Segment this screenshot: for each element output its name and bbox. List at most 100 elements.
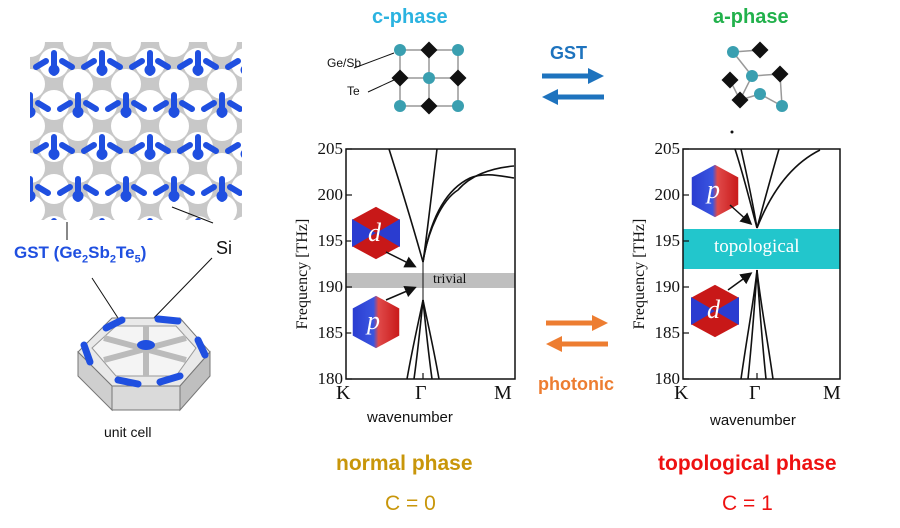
gst-rod [12,19,22,25]
gst-dot [1,233,12,244]
band-plot-topological [682,148,841,380]
gst-dot [145,233,156,244]
right-lower-mode-label: d [707,295,720,324]
c-phase-title: c-phase [372,6,448,28]
gst-rod [132,229,142,235]
gst-dot [121,275,132,286]
gst-rod [177,58,193,70]
gst-dot [73,23,84,34]
left-xtick-k: K [336,382,351,404]
unit-cell-3d [77,315,211,412]
si-pointer-line [171,206,214,224]
gst-dot [265,23,276,34]
gst-dot [265,191,276,202]
ytick: 205 [654,139,681,158]
gst-rod [38,271,48,277]
gst-rod [254,61,264,67]
gst-rod [254,229,264,235]
gst-unitcell-pointer [91,277,119,319]
gst-dot [48,148,60,160]
gst-rod [158,229,168,235]
gst-dot [240,150,242,158]
gst-dot [25,23,36,34]
gst-rod [57,100,73,112]
gst-rod [38,19,48,25]
gst-rod [110,229,120,235]
photonic-label: photonic [538,374,614,394]
gst-rod [204,19,214,25]
gst-dot [241,233,252,244]
chern-left: C = 0 [385,492,436,515]
gst-rod [86,19,96,25]
gst-rod [156,19,166,25]
gst-rod [57,184,73,196]
gst-rod [156,271,166,277]
gst-dot [265,107,276,118]
d-mode-hexagon-left [351,205,401,261]
gst-rod [252,187,262,193]
gst-rod [129,142,145,154]
gst-rod [60,271,70,277]
left-plot-yticks: 205 200 195 190 185 180 [303,138,344,402]
ytick: 185 [317,323,344,342]
gst-rod [252,19,262,25]
gst-dot [121,23,132,34]
trivial-gap-band [346,273,515,288]
gst-rod [201,100,217,112]
gst-dot [97,233,108,244]
gst-rod [326,19,336,25]
topological-gap-band [683,229,840,269]
gst-arrow-label: GST [550,43,588,63]
gst-dot [144,64,156,76]
gst-rod [254,145,264,151]
gst-rod [227,100,242,112]
gst-dot [48,64,60,76]
gst-label: GST (Ge2Sb2Te5) [14,243,147,266]
p-mode-hexagon-left [351,294,401,350]
gst-dot [216,190,228,202]
right-upper-mode-label: p [707,175,720,204]
photonic-crystal-lattice [1,19,336,286]
gst-rod [278,19,288,25]
gst-dot [217,23,228,34]
photonic-switch-arrows [546,315,608,352]
gst-switch-arrows [542,68,604,105]
ytick: 205 [317,139,344,158]
left-lower-mode-label: p [367,306,380,335]
gst-rod [230,271,240,277]
gst-rod [134,271,144,277]
gst-rods [1,19,336,286]
gst-dot [217,275,228,286]
gst-dot [120,190,132,202]
gst-rod [155,58,171,70]
gst-rod [278,187,288,193]
gst-dot [240,66,242,74]
gst-rod [59,58,75,70]
gst-dot [168,190,180,202]
gst-dot [313,23,324,34]
left-plot-xlabel: wavenumber [367,409,453,426]
gst-rod [276,61,286,67]
gst-dot [73,275,84,286]
gst-rod [252,271,262,277]
gst-rod [182,19,192,25]
gst-rod [278,271,288,277]
gst-rod [203,142,219,154]
a-phase-title: a-phase [713,6,789,28]
gst-rod [155,142,171,154]
gst-rod [129,58,145,70]
ytick: 190 [317,277,344,296]
te-label: Te [347,84,360,98]
gst-dot [96,148,108,160]
gst-rod [35,100,51,112]
gst-rod [59,142,75,154]
gst-dot [25,275,36,286]
gst-rod [14,145,24,151]
gst-dot [72,190,84,202]
gst-dot [1,149,12,160]
left-xtick-m: M [494,382,512,404]
band-plot-normal [345,148,516,380]
left-upper-mode-label: d [368,218,381,247]
ytick: 180 [317,369,344,388]
gst-dot [216,106,228,118]
